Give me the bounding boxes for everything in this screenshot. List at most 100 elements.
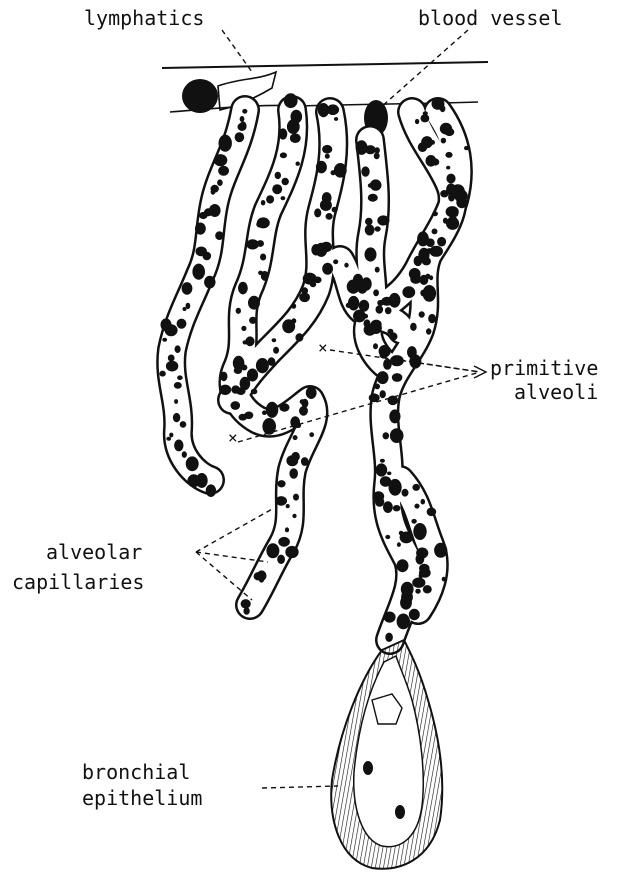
capillary-dot <box>373 289 379 296</box>
capillary-dot <box>299 406 308 416</box>
capillary-dot <box>180 421 187 428</box>
capillary-dot <box>389 332 397 340</box>
capillary-dot <box>440 123 452 135</box>
capillary-dot <box>414 256 423 266</box>
capillary-dot <box>464 146 469 150</box>
capillary-dot <box>306 387 317 399</box>
capillary-dot <box>161 318 172 331</box>
capillary-dot <box>293 494 299 501</box>
leader-alveolar-1 <box>196 508 274 552</box>
capillary-dot <box>393 433 397 438</box>
capillary-dot <box>266 402 278 418</box>
capillary-dot <box>231 385 240 393</box>
capillary-dot <box>456 196 467 208</box>
capillary-dot <box>373 343 378 349</box>
capillary-dot <box>234 367 242 374</box>
capillary-dot <box>380 459 385 463</box>
capillary-dot <box>416 548 428 559</box>
capillary-dot <box>284 93 298 108</box>
capillary-dot <box>361 166 369 176</box>
capillary-dot <box>346 303 353 309</box>
capillary-dot <box>446 174 455 184</box>
capillary-dot <box>218 166 229 176</box>
capillary-dot <box>377 215 389 225</box>
capillary-dot <box>344 263 348 268</box>
label-lymphatics: lymphatics <box>84 6 204 30</box>
capillary-dot <box>293 435 298 440</box>
capillary-dot <box>421 136 433 148</box>
capillary-dot <box>186 456 199 471</box>
capillary-dot <box>217 179 223 186</box>
capillary-dot <box>292 514 296 518</box>
capillary-dot <box>166 361 178 372</box>
capillary-dot <box>400 532 413 544</box>
capillary-dot <box>243 340 248 344</box>
capillary-dot <box>296 162 300 166</box>
capillary-dot <box>248 296 260 310</box>
capillary-dot <box>325 154 330 159</box>
capillary-dot <box>326 213 333 220</box>
capillary-dot <box>177 319 187 329</box>
capillary-dot <box>432 211 438 216</box>
capillary-dot <box>375 267 380 273</box>
capillary-dot <box>315 243 327 257</box>
capillary-dot <box>291 303 296 308</box>
capillary-dot <box>333 259 338 264</box>
capillary-dot <box>219 135 232 152</box>
capillary-dot <box>429 275 433 280</box>
capillary-dot <box>266 543 279 558</box>
capillary-dot <box>162 338 167 342</box>
capillary-dot <box>445 152 452 158</box>
capillary-dot <box>175 345 181 353</box>
capillary-dot <box>272 184 282 194</box>
capillary-dot <box>239 285 246 291</box>
capillary-dot <box>166 437 171 441</box>
capillary-dot <box>415 119 419 124</box>
capillary-dot <box>377 371 389 384</box>
capillary-dot <box>409 609 420 620</box>
capillary-dot <box>415 589 420 594</box>
capillary-dot <box>266 195 274 203</box>
capillary-dot <box>281 196 286 200</box>
capillary-dot <box>322 145 332 154</box>
capillary-dot <box>334 117 338 121</box>
capillary-dot <box>209 204 221 217</box>
capillary-dot <box>427 508 437 517</box>
capillary-dot <box>195 269 202 276</box>
capillary-dot <box>260 254 266 261</box>
capillary-dot <box>243 607 249 614</box>
capillary-dot <box>374 153 380 160</box>
bronchiole-nucleus <box>363 761 373 775</box>
capillary-dot <box>231 401 241 410</box>
capillary-dot <box>287 119 300 134</box>
capillary-dot <box>182 451 187 458</box>
capillary-dot <box>374 384 380 390</box>
capillary-dot <box>215 231 223 240</box>
capillary-dot <box>277 555 285 564</box>
capillary-dot <box>392 373 403 382</box>
capillary-dot <box>286 455 298 466</box>
capillary-dot <box>426 238 435 247</box>
capillary-dot <box>383 501 393 513</box>
capillary-dot <box>286 504 290 508</box>
lymphatic-vessel <box>182 79 218 113</box>
capillary-dot <box>272 338 277 342</box>
capillary-dot <box>414 504 419 509</box>
capillary-dot <box>389 409 400 423</box>
capillary-dot <box>332 207 338 213</box>
capillary-dot <box>331 170 336 175</box>
capillary-dot <box>442 577 446 582</box>
capillary-dot <box>285 546 298 558</box>
capillary-dot <box>385 535 390 539</box>
capillary-dot <box>365 145 376 154</box>
capillary-dot <box>241 365 247 371</box>
capillary-dot <box>173 413 180 422</box>
capillary-dot <box>347 280 360 294</box>
capillary-dot <box>275 496 287 506</box>
capillary-dot <box>334 163 347 178</box>
capillary-dot <box>368 183 373 188</box>
capillary-dot <box>365 247 377 261</box>
capillary-dot <box>159 371 165 377</box>
